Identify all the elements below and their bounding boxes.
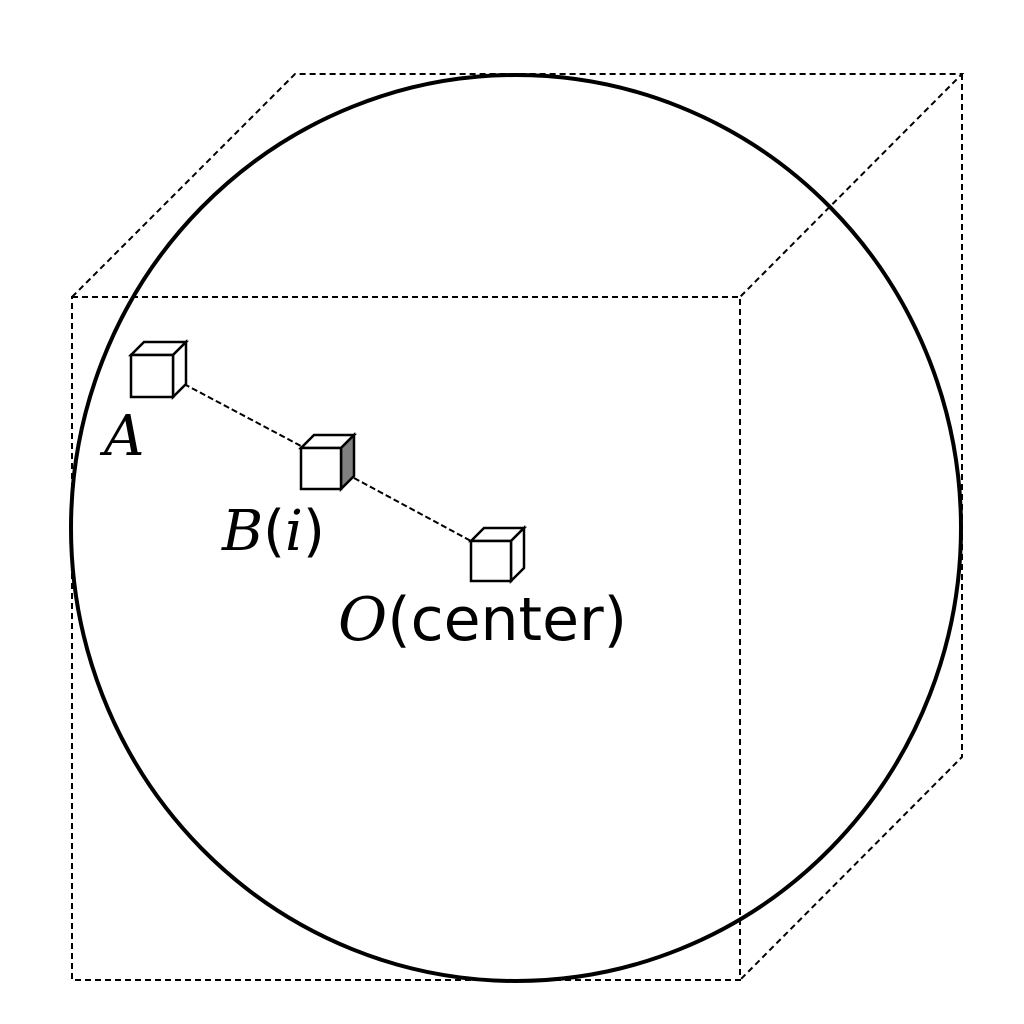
path-lines xyxy=(183,383,472,542)
label-b-letter: B xyxy=(221,499,263,564)
cube-b-front xyxy=(299,446,343,491)
label-o-suffix: (center) xyxy=(387,585,627,655)
label-b-open-paren: ( xyxy=(263,499,285,564)
label-o-center: O(center) xyxy=(338,585,627,655)
cube-a-front xyxy=(129,353,175,399)
cube-right-face xyxy=(739,74,963,981)
cube-front-face xyxy=(71,296,741,981)
label-b-index: i xyxy=(285,499,303,564)
bounding-cube xyxy=(71,73,965,981)
sphere-outline xyxy=(69,73,963,983)
cube-o xyxy=(467,524,528,585)
cube-o-front xyxy=(469,539,513,583)
label-a: A xyxy=(99,404,144,469)
label-b-close-paren: ) xyxy=(303,499,325,564)
cube-a xyxy=(127,338,190,401)
cube-top-face xyxy=(71,73,965,298)
path-line-b-o xyxy=(353,477,472,542)
path-line-a-b xyxy=(183,383,302,447)
label-o-letter: O xyxy=(338,585,387,655)
cube-b xyxy=(297,431,358,493)
label-b-i: B(i) xyxy=(221,499,325,564)
